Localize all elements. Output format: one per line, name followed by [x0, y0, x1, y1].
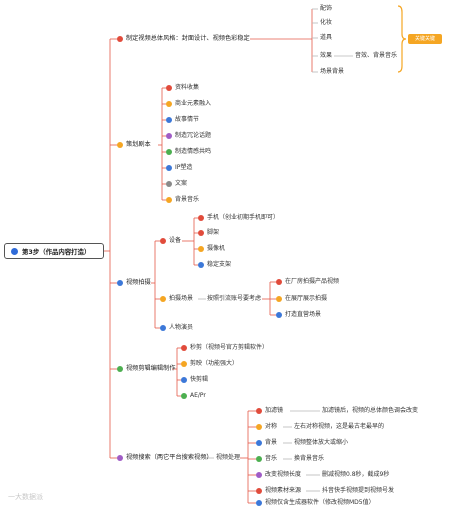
location-icon: [160, 296, 166, 302]
post-item[interactable]: 加滤镜: [265, 407, 284, 414]
device-item-icon: [198, 230, 204, 236]
style-icon: [117, 36, 123, 42]
location-note: 按照引流账号要考虑: [207, 295, 262, 302]
edit-item[interactable]: 秒剪（视频号官方剪辑软件）: [190, 344, 269, 351]
script-item-icon: [166, 165, 172, 171]
script-icon: [117, 142, 123, 148]
script-item[interactable]: 文案: [175, 180, 188, 187]
branch-style[interactable]: 制定视频总体风格：封面设计、视频色彩稳定: [126, 35, 250, 42]
script-item[interactable]: 资料收集: [175, 84, 200, 91]
branch-script[interactable]: 策划剧本: [126, 141, 151, 148]
topright-item[interactable]: 场景背景: [320, 68, 345, 75]
actor-node[interactable]: 人物演员: [169, 324, 194, 331]
device-item[interactable]: 手机（创业初期手机即可）: [207, 214, 280, 221]
post-item[interactable]: 改变视频长度: [265, 471, 302, 478]
post-sub-node[interactable]: 视频处理: [216, 454, 241, 461]
post-item[interactable]: 对称: [265, 423, 278, 430]
root-label: 第3步（作品内容打造）: [22, 247, 91, 256]
script-item-icon: [166, 197, 172, 203]
location-item[interactable]: 在厂房拍摄产品视频: [285, 278, 340, 285]
script-item[interactable]: IP塑造: [175, 164, 193, 171]
post-item[interactable]: 视频素材来源: [265, 487, 302, 494]
watermark: 一大数据派: [8, 493, 43, 501]
topright-item[interactable]: 配饰: [320, 5, 333, 12]
brace-connector: [397, 5, 407, 73]
script-item-icon: [166, 101, 172, 107]
script-item[interactable]: 制造情感共鸣: [175, 148, 212, 155]
post-item-note: 抖音快手视频提到视频号发: [322, 487, 395, 494]
script-item-icon: [166, 133, 172, 139]
post-item[interactable]: 背景: [265, 439, 278, 446]
device-item[interactable]: 脚架: [207, 229, 220, 236]
device-item[interactable]: 稳定支架: [207, 261, 232, 268]
edit-item-icon: [181, 393, 187, 399]
root-icon: [11, 247, 18, 255]
post-item-note: 左右对称视频，这是最古老最早的: [294, 423, 385, 430]
post-item-icon: [256, 440, 262, 446]
post-icon: [117, 455, 123, 461]
topright-item[interactable]: 道具: [320, 34, 333, 41]
script-item-icon: [166, 181, 172, 187]
script-item-icon: [166, 85, 172, 91]
script-item-icon: [166, 117, 172, 123]
actor-icon: [160, 325, 166, 331]
script-item[interactable]: 背景音乐: [175, 196, 200, 203]
branch-edit[interactable]: 视频剪辑编辑制作: [126, 365, 176, 372]
topright-item[interactable]: 效果: [320, 52, 333, 59]
edit-item-icon: [181, 361, 187, 367]
post-item-note: 删减视频0.8秒，截成9秒: [322, 471, 390, 478]
post-item-note: 视频整体放大或缩小: [294, 439, 349, 446]
script-item[interactable]: 商业元素融入: [175, 100, 212, 107]
edit-item[interactable]: AE/Pr: [190, 392, 206, 399]
topright-effect-note: 音效、背景音乐: [355, 52, 398, 59]
post-item-icon: [256, 500, 262, 506]
post-item-icon: [256, 456, 262, 462]
topright-item[interactable]: 化妆: [320, 19, 333, 26]
edit-item[interactable]: 快剪辑: [190, 376, 209, 383]
post-item[interactable]: 视频仅含生成器软件（修改视频MD5值）: [265, 499, 375, 506]
location-item-icon: [276, 279, 282, 285]
shoot-icon: [117, 280, 123, 286]
device-item-icon: [198, 246, 204, 252]
edit-item-icon: [181, 345, 187, 351]
key-tag: 关键关键: [408, 34, 442, 44]
post-item-note: 加滤镜后，视频的总体颜色调会改变: [322, 407, 419, 414]
post-item-note: 换背景音乐: [294, 455, 325, 462]
branch-shoot[interactable]: 视频拍摄: [126, 279, 151, 286]
script-item[interactable]: 制造冗论话题: [175, 132, 212, 139]
root-node[interactable]: 第3步（作品内容打造）: [4, 243, 104, 259]
script-item-icon: [166, 149, 172, 155]
edit-icon: [117, 366, 123, 372]
device-item[interactable]: 摄像机: [207, 245, 226, 252]
post-item-icon: [256, 424, 262, 430]
edit-item-icon: [181, 377, 187, 383]
location-item[interactable]: 在展厅展示拍摄: [285, 295, 328, 302]
script-item[interactable]: 故事情节: [175, 116, 200, 123]
post-item[interactable]: 音乐: [265, 455, 278, 462]
location-item-icon: [276, 312, 282, 318]
post-item-icon: [256, 408, 262, 414]
device-item-icon: [198, 262, 204, 268]
post-item-icon: [256, 488, 262, 494]
location-item[interactable]: 打造直营场景: [285, 311, 322, 318]
device-icon: [160, 238, 166, 244]
device-item-icon: [198, 215, 204, 221]
post-item-icon: [256, 472, 262, 478]
edit-item[interactable]: 剪映（功能强大）: [190, 360, 239, 367]
branch-post[interactable]: 视频搜索（两它平台搜索视频）: [126, 454, 213, 461]
location-node[interactable]: 拍摄场景: [169, 295, 194, 302]
location-item-icon: [276, 296, 282, 302]
device-node[interactable]: 设备: [169, 237, 182, 244]
